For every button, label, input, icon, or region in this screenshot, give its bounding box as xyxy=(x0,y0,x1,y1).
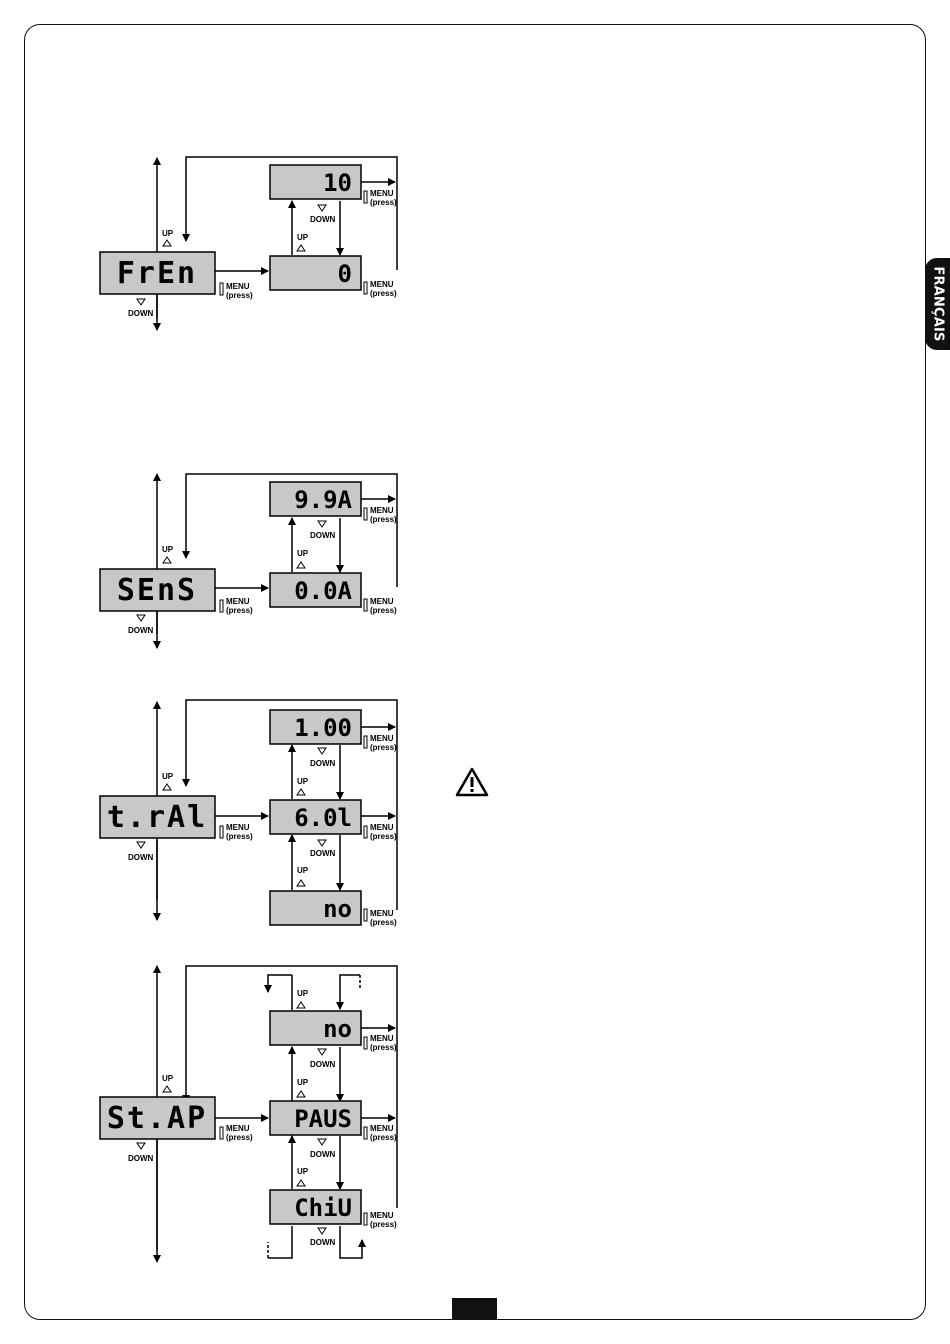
svg-text:UP: UP xyxy=(297,866,309,875)
diagram4-labels: UP DOWN MENU (press) UP MENU (press) DOW… xyxy=(128,989,397,1247)
svg-text:MENU: MENU xyxy=(370,734,394,743)
svg-text:DOWN: DOWN xyxy=(128,853,154,862)
svg-text:MENU: MENU xyxy=(370,280,394,289)
svg-text:MENU: MENU xyxy=(226,1124,250,1133)
svg-text:(press): (press) xyxy=(370,1043,397,1052)
svg-text:UP: UP xyxy=(297,777,309,786)
main-display-stap: St.AP xyxy=(99,1096,216,1140)
svg-text:(press): (press) xyxy=(226,832,253,841)
svg-text:MENU: MENU xyxy=(370,1124,394,1133)
svg-text:DOWN: DOWN xyxy=(310,759,336,768)
svg-text:UP: UP xyxy=(297,989,309,998)
value-text: PAUS xyxy=(294,1105,352,1133)
svg-text:UP: UP xyxy=(297,1167,309,1176)
svg-text:(press): (press) xyxy=(226,291,253,300)
svg-text:MENU: MENU xyxy=(370,506,394,515)
svg-text:DOWN: DOWN xyxy=(128,1154,154,1163)
main-display-fren: FrEn xyxy=(99,251,216,295)
value-display-0: 0 xyxy=(269,255,362,291)
language-tab: FRANÇAIS xyxy=(925,258,950,350)
diagram3-labels: UP DOWN MENU (press) MENU (press) DOWN U… xyxy=(128,734,397,927)
value-text: ChiU xyxy=(294,1194,352,1222)
value-display-paus: PAUS xyxy=(269,1100,362,1136)
value-text: 9.9A xyxy=(294,486,352,514)
svg-text:DOWN: DOWN xyxy=(310,531,336,540)
value-display-6-0l: 6.0l xyxy=(269,799,362,835)
svg-text:(press): (press) xyxy=(370,832,397,841)
svg-text:(press): (press) xyxy=(370,289,397,298)
svg-text:UP: UP xyxy=(162,772,174,781)
svg-text:UP: UP xyxy=(297,1078,309,1087)
svg-text:DOWN: DOWN xyxy=(310,1238,336,1247)
value-display-0-0a: 0.0A xyxy=(269,572,362,608)
svg-text:(press): (press) xyxy=(370,918,397,927)
svg-text:MENU: MENU xyxy=(370,909,394,918)
display-text: SEnS xyxy=(117,573,197,608)
value-display-10: 10 xyxy=(269,164,362,200)
value-display-no: no xyxy=(269,890,362,926)
svg-text:DOWN: DOWN xyxy=(310,1060,336,1069)
value-text: 1.00 xyxy=(294,714,352,742)
svg-text:DOWN: DOWN xyxy=(128,626,154,635)
value-display-9-9a: 9.9A xyxy=(269,481,362,517)
value-text: no xyxy=(323,1015,352,1043)
svg-text:UP: UP xyxy=(297,549,309,558)
diagram1-labels: UP DOWN MENU (press) MENU (press) DOWN U… xyxy=(128,189,397,318)
svg-text:UP: UP xyxy=(162,1074,174,1083)
display-text: t.rAl xyxy=(107,800,207,835)
svg-text:MENU: MENU xyxy=(370,823,394,832)
svg-text:(press): (press) xyxy=(226,1133,253,1142)
svg-text:DOWN: DOWN xyxy=(310,849,336,858)
svg-text:(press): (press) xyxy=(370,606,397,615)
svg-text:MENU: MENU xyxy=(226,823,250,832)
main-display-sens: SEnS xyxy=(99,568,216,612)
svg-text:(press): (press) xyxy=(370,1133,397,1142)
svg-text:MENU: MENU xyxy=(226,597,250,606)
svg-text:(press): (press) xyxy=(370,515,397,524)
value-text: 6.0l xyxy=(294,804,352,832)
display-text: St.AP xyxy=(107,1101,207,1136)
svg-text:MENU: MENU xyxy=(370,1211,394,1220)
main-display-tral: t.rAl xyxy=(99,795,216,839)
display-text: FrEn xyxy=(117,256,197,291)
svg-text:(press): (press) xyxy=(370,743,397,752)
svg-text:UP: UP xyxy=(162,545,174,554)
value-display-1-00: 1.00 xyxy=(269,709,362,745)
svg-text:MENU: MENU xyxy=(370,189,394,198)
value-text: 10 xyxy=(323,169,352,197)
svg-text:MENU: MENU xyxy=(226,282,250,291)
svg-text:MENU: MENU xyxy=(370,597,394,606)
svg-text:UP: UP xyxy=(297,233,309,242)
page-number-box xyxy=(452,1298,497,1320)
svg-text:DOWN: DOWN xyxy=(310,1150,336,1159)
svg-text:(press): (press) xyxy=(370,198,397,207)
svg-text:DOWN: DOWN xyxy=(128,309,154,318)
svg-text:UP: UP xyxy=(162,229,174,238)
warning-icon xyxy=(455,767,489,797)
value-text: no xyxy=(323,895,352,923)
svg-text:MENU: MENU xyxy=(370,1034,394,1043)
value-text: 0.0A xyxy=(294,577,352,605)
svg-text:(press): (press) xyxy=(226,606,253,615)
diagram2-labels: UP DOWN MENU (press) MENU (press) DOWN U… xyxy=(128,506,397,635)
value-text: 0 xyxy=(338,260,352,288)
value-display-no-2: no xyxy=(269,1010,362,1046)
value-display-chiu: ChiU xyxy=(269,1189,362,1225)
svg-text:DOWN: DOWN xyxy=(310,215,336,224)
svg-text:(press): (press) xyxy=(370,1220,397,1229)
